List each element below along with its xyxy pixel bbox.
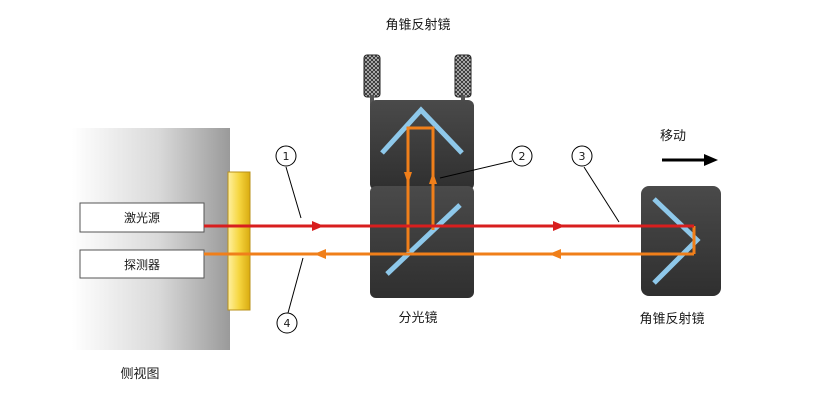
svg-text:1: 1	[283, 150, 290, 163]
fixed-corner-mirror	[380, 106, 464, 155]
top-retroreflector-label: 角锥反射镜	[385, 17, 450, 33]
adjust-knob-left	[363, 54, 381, 98]
right-retroreflector-label: 角锥反射镜	[639, 311, 704, 327]
laser-head-housing	[72, 128, 251, 350]
return-beam	[204, 126, 696, 259]
moving-retroreflector	[641, 186, 721, 296]
moving-label: 移动	[660, 129, 686, 144]
adjust-knob-right	[454, 54, 472, 98]
splitter-mirror	[385, 203, 462, 276]
callout-4: 4	[276, 257, 304, 334]
svg-text:2: 2	[519, 150, 526, 163]
svg-text:3: 3	[579, 150, 586, 163]
laser-beam	[204, 221, 694, 231]
moving-arrow	[662, 154, 718, 166]
beam-splitter	[370, 186, 474, 298]
fixed-retroreflector	[363, 54, 474, 190]
callout-2: 2	[439, 145, 533, 179]
detector-label: 探测器	[124, 258, 160, 272]
moving-corner-mirror	[652, 197, 701, 285]
side-view-label: 侧视图	[120, 367, 159, 382]
callout-3: 3	[571, 145, 620, 223]
laser-source-label: 激光源	[124, 211, 160, 225]
callout-1: 1	[275, 145, 302, 219]
svg-text:4: 4	[284, 317, 291, 330]
detector-box	[79, 249, 205, 279]
laser-source-box	[79, 202, 205, 233]
output-window	[227, 171, 251, 311]
beam-splitter-label: 分光镜	[398, 311, 437, 326]
